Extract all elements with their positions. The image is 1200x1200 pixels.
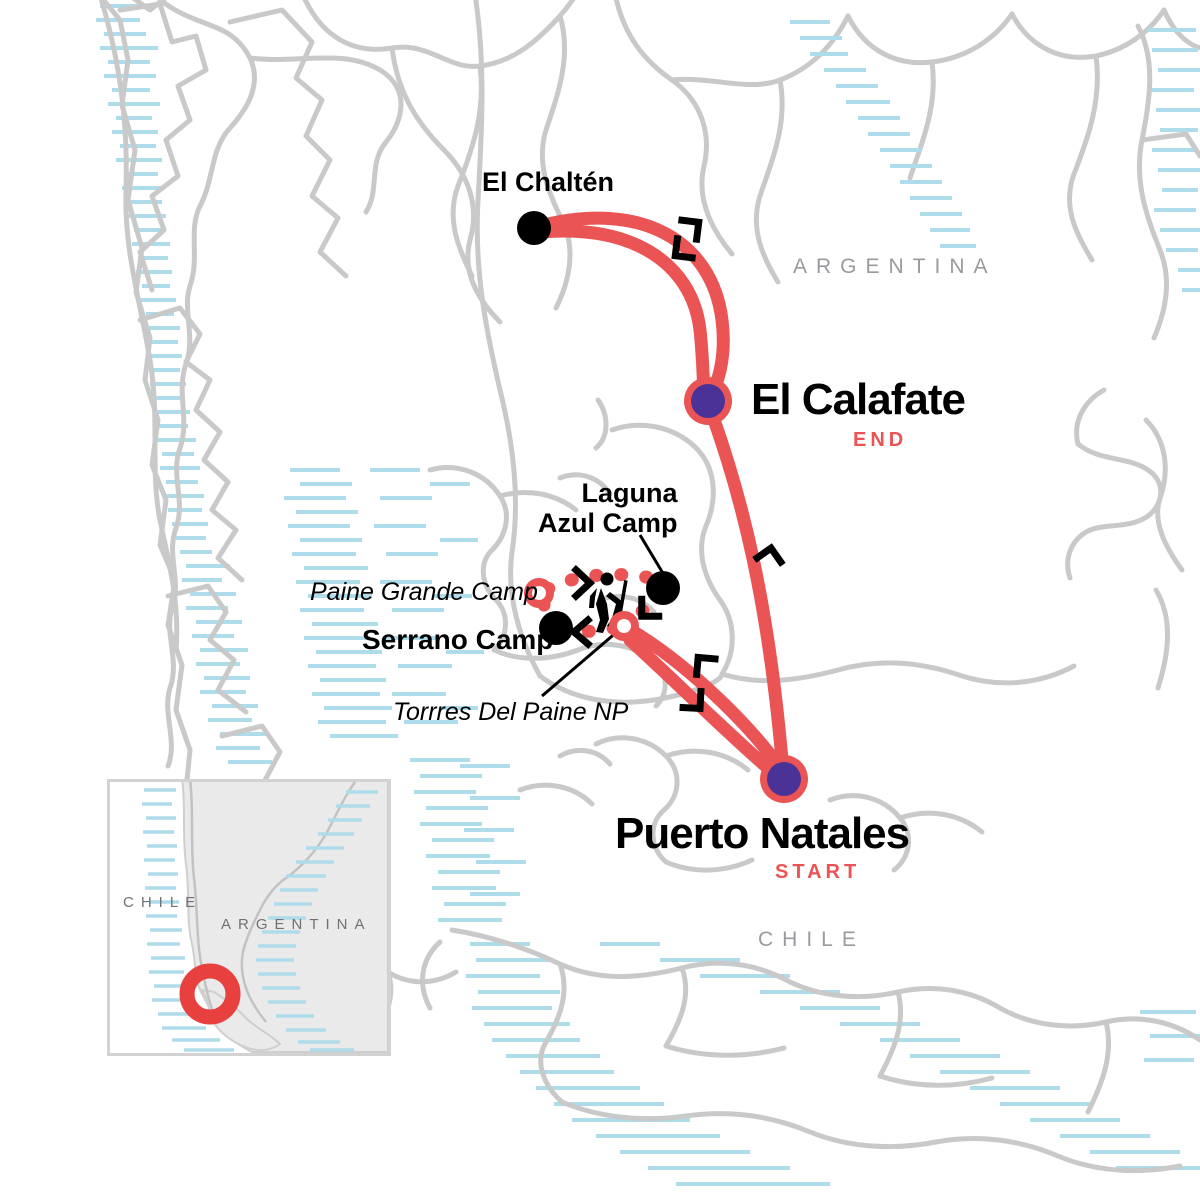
coastline-natales-region: [517, 735, 985, 873]
place-label-el-chalten: El Chaltén: [482, 167, 615, 197]
route-chalten-calafate-outbound: [533, 211, 730, 399]
coastline-main-landmass: [302, 0, 1200, 325]
country-label-chile: CHILE: [758, 928, 865, 951]
direction-arrows: [568, 216, 786, 713]
ocean-hatching-west: [96, 4, 212, 554]
coastline-south: [297, 927, 1200, 1174]
route-natales-torres-outbound: [627, 625, 783, 769]
leader-torres-np: [541, 629, 619, 698]
inset-svg: [142, 782, 388, 1053]
marker-serrano-camp[interactable]: [539, 611, 573, 645]
direction-arrow-1: [677, 216, 703, 244]
place-label-serrano-camp: Serrano Camp: [362, 624, 554, 655]
ocean-hatching-midleft: [284, 468, 484, 738]
ocean-hatching-east: [1148, 28, 1200, 292]
direction-arrow-trek-2: [568, 615, 593, 649]
route-calafate-natales: [705, 407, 789, 767]
marker-el-calafate[interactable]: [684, 377, 732, 425]
direction-arrow-5: [679, 687, 705, 713]
inset-country-label-argentina: ARGENTINA: [221, 916, 372, 933]
marker-el-chalten[interactable]: [517, 211, 551, 245]
inset-andes-line: [189, 782, 220, 1025]
inset-ocean-hatching-east: [256, 790, 378, 1052]
place-label-laguna-azul-camp: Laguna Azul Camp: [538, 478, 678, 538]
place-sublabel-end: END: [853, 429, 908, 451]
route-chalten-calafate-return: [535, 224, 711, 399]
laguna-azul-line-2: Azul Camp: [538, 508, 678, 539]
inset-location-ring-icon[interactable]: [179, 963, 241, 1025]
place-sublabel-start: START: [775, 861, 861, 883]
coastline-west-peninsula: [98, 0, 404, 769]
coastline-east: [1065, 23, 1200, 691]
country-label-argentina: ARGENTINA: [793, 255, 997, 278]
direction-arrow-2: [671, 234, 697, 262]
marker-torres-del-paine-np[interactable]: [609, 611, 639, 641]
route-trek-dotted-upper: [541, 568, 667, 596]
direction-arrow-3: [752, 543, 786, 567]
direction-arrow-trek-3: [638, 595, 663, 620]
place-label-paine-grande-camp: Paine Grande Camp: [310, 578, 538, 606]
place-label-torres-del-paine-np: Torrres Del Paine NP: [393, 698, 629, 726]
coastline-central-interior: [473, 0, 1077, 705]
direction-arrow-4: [692, 653, 719, 679]
marker-paine-grande-camp[interactable]: [524, 578, 554, 608]
ocean-hatching-northeast: [790, 20, 976, 248]
marker-laguna-azul-camp[interactable]: [646, 571, 680, 605]
place-label-el-calafate: El Calafate: [751, 375, 966, 424]
ocean-hatching-south: [466, 942, 1200, 1186]
direction-arrow-trek-1: [571, 565, 596, 601]
marker-puerto-natales[interactable]: [760, 755, 808, 803]
ocean-hatching-southwest: [410, 758, 526, 922]
inset-country-label-chile: CHILE: [123, 894, 203, 911]
locator-inset-map: CHILE ARGENTINA: [107, 779, 391, 1056]
place-label-puerto-natales: Puerto Natales: [615, 809, 910, 858]
laguna-azul-line-1: Laguna: [581, 478, 678, 508]
